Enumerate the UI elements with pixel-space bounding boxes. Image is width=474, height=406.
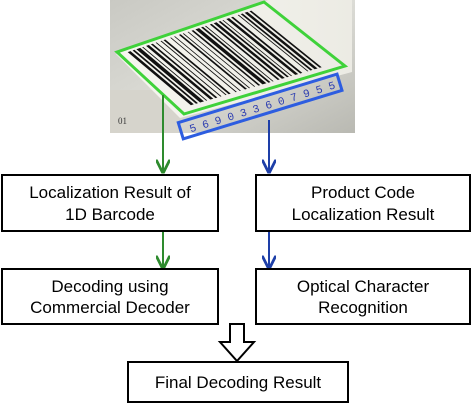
merge-arrow <box>217 323 257 363</box>
barcode-stripe <box>187 31 256 87</box>
decoding-line2: Commercial Decoder <box>30 298 190 317</box>
barcode-stripe <box>142 46 208 101</box>
barcode-stripe <box>160 40 227 96</box>
barcode-stripe <box>218 21 289 78</box>
barcode-stripe <box>127 51 194 106</box>
barcode-bars <box>127 10 322 106</box>
product-code-frame <box>176 72 344 141</box>
barcode-stripe <box>231 16 303 74</box>
barcode-stripe <box>249 10 322 68</box>
final-decoding-label: Final Decoding Result <box>155 373 322 392</box>
barcode-stripe <box>155 42 222 97</box>
product-code-localization-line1: Product Code <box>311 183 415 202</box>
final-decoding-box: Final Decoding Result <box>127 361 349 403</box>
product-code-localization-box: Product Code Localization Result <box>255 174 471 232</box>
barcode-stripe <box>195 28 267 85</box>
barcode-stripe <box>136 47 204 103</box>
barcode-stripe <box>174 36 241 91</box>
decoding-line1: Decoding using <box>51 277 168 296</box>
ocr-line2: Recognition <box>318 298 408 317</box>
barcode-stripe <box>191 30 261 86</box>
barcode-localization-line1: Localization Result of <box>29 183 191 202</box>
barcode-localization-box: Localization Result of 1D Barcode <box>1 174 219 232</box>
barcode-stripe <box>150 43 218 99</box>
decoding-box: Decoding using Commercial Decoder <box>1 268 219 325</box>
barcode-stripe <box>205 25 274 82</box>
ocr-line1: Optical Character <box>297 277 430 296</box>
barcode-stripe <box>240 13 313 71</box>
barcode-localization-line2: 1D Barcode <box>65 205 155 224</box>
barcode-stripe <box>226 18 299 75</box>
barcode-stripe <box>163 39 231 95</box>
barcode-localization-frame <box>114 0 349 116</box>
barcode-stripe <box>182 33 251 89</box>
barcode-stripe <box>132 49 198 104</box>
barcode-stripe <box>244 11 318 70</box>
barcode-stripe <box>213 22 285 79</box>
barcode-stripe <box>178 34 247 90</box>
barcode-photo: 01 <box>110 0 355 133</box>
product-code-localization-line2: Localization Result <box>292 205 435 224</box>
barcode-stripe <box>170 37 237 93</box>
photo-edge-mark: 01 <box>118 116 127 126</box>
barcode-stripe <box>222 20 293 77</box>
barcode-stripe <box>201 26 271 83</box>
barcode-stripe <box>237 14 309 72</box>
barcode-stripe <box>146 45 214 100</box>
ocr-box: Optical Character Recognition <box>255 268 471 325</box>
barcode-stripe <box>209 23 280 80</box>
